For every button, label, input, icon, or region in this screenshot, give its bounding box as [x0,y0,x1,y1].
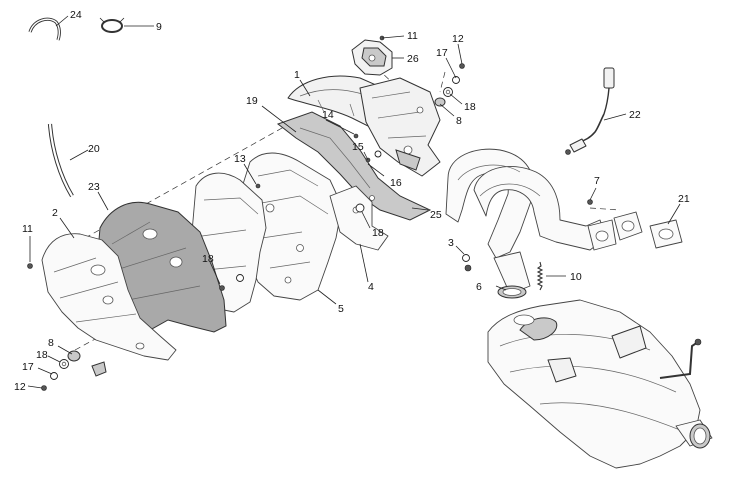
callout-14: 14 [322,109,334,121]
part-24-strap [28,17,61,41]
callout-25: 25 [430,209,442,221]
callout-19: 19 [246,95,258,107]
callout-11-top: 11 [407,30,418,42]
callout-4: 4 [368,281,374,293]
callout-8-top: 8 [456,115,462,127]
callout-3: 3 [448,237,454,249]
callout-1: 1 [294,69,300,81]
fasteners-mid [27,133,593,291]
fasteners-top-right [434,63,465,107]
part-25-inner-shield [276,111,432,221]
callout-17-top: 17 [436,47,448,59]
muffler-body [487,299,713,469]
callout-5: 5 [338,303,344,315]
callout-8-bot: 8 [48,337,54,349]
callout-10: 10 [570,271,582,283]
part-22-lambda-sensor [565,67,615,155]
callout-9: 9 [156,21,162,33]
callout-12-top: 12 [452,33,464,45]
callout-13: 13 [234,153,246,165]
part-20-rod [47,123,74,198]
callout-23: 23 [88,181,100,193]
callout-18-left: 18 [202,253,214,265]
callout-21: 21 [678,193,690,205]
part-2-outer-shield [41,233,177,377]
part-9-clamp [99,17,125,33]
callout-11-left: 11 [22,223,33,235]
leader-lines [27,15,681,389]
callout-26: 26 [407,53,419,65]
callout-6: 6 [476,281,482,293]
part-21-gaskets [587,211,683,251]
callout-18-bot: 18 [36,349,48,361]
mounting-plate [359,77,441,177]
callout-20: 20 [88,143,100,155]
part-26-bracket [351,35,393,76]
callout-24: 24 [70,9,82,21]
callout-15: 15 [352,141,364,153]
callout-7: 7 [594,175,600,187]
part-10-spring [536,261,544,291]
callout-22: 22 [629,109,641,121]
callout-labels: 24 9 11 26 12 17 18 8 1 22 19 14 15 16 1… [14,9,690,393]
callout-12-bot: 12 [14,381,26,393]
callout-17-bot: 17 [22,361,34,373]
callout-18-mid: 18 [372,227,384,239]
callout-2: 2 [52,207,58,219]
callout-16: 16 [390,177,402,189]
callout-18-top: 18 [464,101,476,113]
exhaust-headers [445,148,607,299]
